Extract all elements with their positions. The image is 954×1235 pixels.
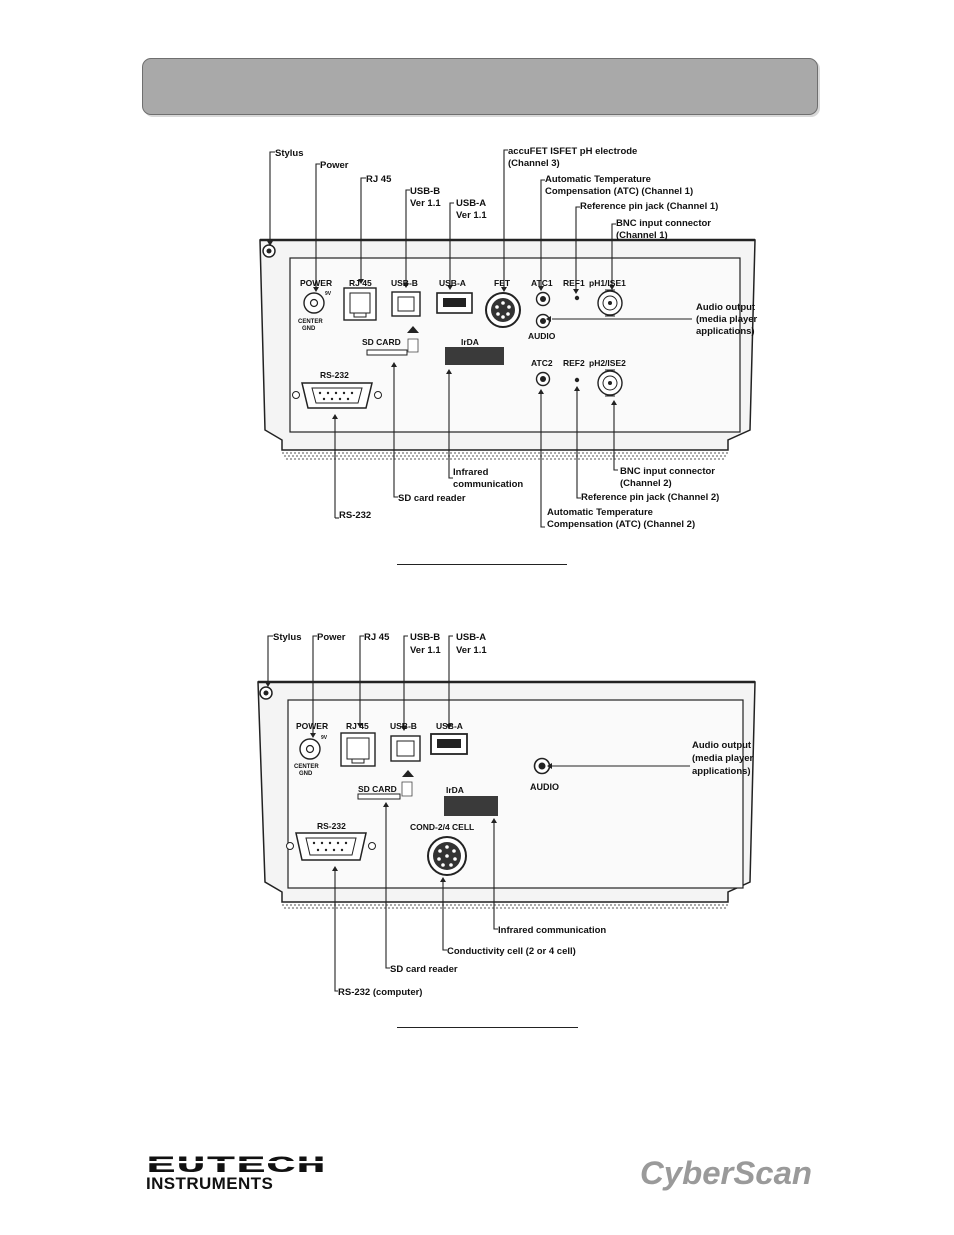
label-atc2-2: Compensation (ATC) (Channel 2) [547, 519, 695, 530]
sd-card-slot [366, 349, 408, 356]
panel2-label-usbb: USB-B [390, 721, 417, 731]
label-audio-1: Audio output [696, 302, 756, 313]
figure-caption-underline-1 [397, 564, 567, 565]
sd-card-slot-2 [357, 793, 401, 800]
label2-audio-3: applications) [692, 766, 751, 777]
label2-rj45: RJ 45 [364, 632, 390, 643]
label2-power: Power [317, 632, 346, 643]
label-rj45: RJ 45 [366, 174, 392, 185]
label2-rs232: RS-232 (computer) [338, 987, 422, 998]
label-usba-1: USB-A [456, 198, 486, 209]
panel-label-ph2: pH2/ISE2 [589, 358, 626, 368]
label-usbb-2: Ver 1.1 [410, 198, 441, 209]
panel-label-ref2: REF2 [563, 358, 585, 368]
label2-sd-reader: SD card reader [390, 964, 458, 975]
panel-label-usba: USB-A [439, 278, 466, 288]
label-atc1-2: Compensation (ATC) (Channel 1) [545, 186, 693, 197]
label-bnc2-1: BNC input connector [620, 466, 715, 477]
label-rs232: RS-232 [339, 510, 371, 521]
diagram-1-svg: Stylus Power RJ 45 USB-B Ver 1.1 USB-A V… [259, 146, 758, 530]
label-sd-reader: SD card reader [398, 493, 466, 504]
label2-stylus: Stylus [273, 632, 302, 643]
label-bnc2-2: (Channel 2) [620, 478, 672, 489]
label-usba-2: Ver 1.1 [456, 210, 487, 221]
figure-caption-underline-2 [397, 1027, 578, 1028]
panel2-label-gnd: GND [299, 771, 313, 777]
panel-label-ph1: pH1/ISE1 [589, 278, 626, 288]
cyberscan-logo: CyberScan [638, 1150, 814, 1194]
irda-window [445, 347, 504, 365]
eutech-wordmark: EUTECH [146, 1153, 328, 1174]
panel-label-audio: AUDIO [528, 331, 556, 341]
cyberscan-wordmark: CyberScan [640, 1155, 812, 1191]
panel-label-center: CENTER [298, 319, 323, 325]
label2-infrared: Infrared communication [498, 925, 606, 936]
panel-label-irda: IrDA [461, 337, 479, 347]
diagram-conductivity-meter-rear-panel: Stylus Power RJ 45 USB-B Ver 1.1 USB-A V… [240, 620, 770, 1010]
panel-label-fet: FET [494, 278, 511, 288]
panel-label-ref1: REF1 [563, 278, 585, 288]
header-bar [142, 58, 818, 115]
panel-label-usbb: USB-B [391, 278, 418, 288]
label2-conductivity: Conductivity cell (2 or 4 cell) [447, 946, 576, 957]
label-stylus: Stylus [275, 148, 304, 159]
irda-window-2 [444, 796, 498, 816]
panel-label-power: POWER [300, 278, 332, 288]
eutech-logo-top-text: EUTECH [146, 1153, 326, 1174]
ref2-pin-jack [574, 377, 580, 383]
panel2-label-rj45: RJ 45 [346, 721, 369, 731]
panel2-label-irda: IrDA [446, 785, 464, 795]
panel-label-rj45: RJ 45 [349, 278, 372, 288]
panel-label-atc1: ATC1 [531, 278, 553, 288]
label-infrared-1: Infrared [453, 467, 489, 478]
label-bnc1-1: BNC input connector [616, 218, 711, 229]
label2-usbb-2: Ver 1.1 [410, 645, 441, 656]
label-fet-1: accuFET ISFET pH electrode [508, 146, 637, 157]
panel-label-rs232: RS-232 [320, 370, 349, 380]
label-fet-2: (Channel 3) [508, 158, 560, 169]
label2-audio-1: Audio output [692, 740, 752, 751]
panel-label-gnd: GND [302, 326, 316, 332]
eutech-logo: EUTECH [146, 1152, 328, 1194]
panel2-label-9v: 9V [321, 735, 328, 741]
label-usbb-1: USB-B [410, 186, 440, 197]
label2-usbb-1: USB-B [410, 632, 440, 643]
label-power: Power [320, 160, 349, 171]
panel2-label-audio: AUDIO [530, 782, 559, 792]
cyberscan-logo-text: CyberScan [640, 1155, 812, 1191]
label-audio-3: applications) [696, 326, 755, 337]
panel-label-9v: 9V [325, 291, 332, 297]
panel-label-atc2: ATC2 [531, 358, 553, 368]
panel2-label-usba: USB-A [436, 721, 463, 731]
panel2-label-power: POWER [296, 721, 328, 731]
ref1-pin-jack [574, 295, 580, 301]
label2-usba-1: USB-A [456, 632, 486, 643]
label-audio-2: (media player [696, 314, 758, 325]
label-bnc1-2: (Channel 1) [616, 230, 668, 241]
panel2-label-center: CENTER [294, 764, 319, 770]
diagram-2-svg: Stylus Power RJ 45 USB-B Ver 1.1 USB-A V… [257, 632, 756, 998]
diagram-ph-meter-rear-panel: Stylus Power RJ 45 USB-B Ver 1.1 USB-A V… [240, 140, 770, 540]
label-atc1-1: Automatic Temperature [545, 174, 651, 185]
panel-label-sd-card: SD CARD [362, 337, 401, 347]
panel2-label-rs232: RS-232 [317, 821, 346, 831]
panel2-label-sd-card: SD CARD [358, 784, 397, 794]
eutech-logo-instruments-text: INSTRUMENTS [146, 1174, 274, 1193]
label-ref1: Reference pin jack (Channel 1) [580, 201, 718, 212]
label2-usba-2: Ver 1.1 [456, 645, 487, 656]
label2-audio-2: (media player [692, 753, 754, 764]
panel2-label-cond: COND-2/4 CELL [410, 822, 474, 832]
label-ref2: Reference pin jack (Channel 2) [581, 492, 719, 503]
label-atc2-1: Automatic Temperature [547, 507, 653, 518]
label-infrared-2: communication [453, 479, 523, 490]
